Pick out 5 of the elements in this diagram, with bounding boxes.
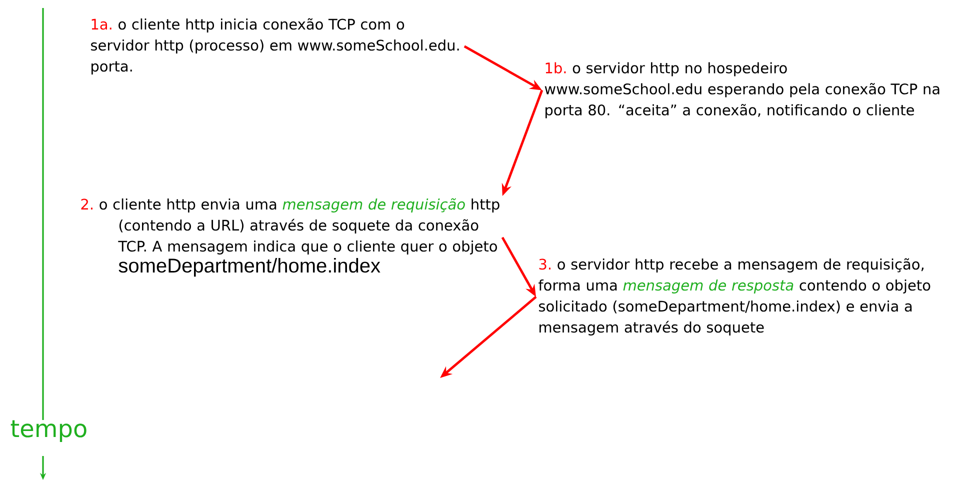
step-text: 1a. o cliente http inicia conexão TCP com o servidor http (processo) em www.someSchool.edu. porta.: [91, 18, 459, 74]
step-text: 2. o cliente http envia uma mensagem de requisição http (contendo a URL) através de soquete da conexão TCP. A mensagem indica que o cliente quer o objeto someDepartment/home.index: [81, 198, 500, 277]
step-text: 1b. o servidor http no hospedeiro www.someSchool.edu esperando pela conexão TCP na porta 80. “aceita” a conexão, notificando o cliente: [544, 62, 940, 118]
axis-label: tempo: [10, 420, 86, 442]
step-text: 3. o servidor http recebe a mensagem de requisição, forma uma mensagem de resposta contendo o objeto solicitado (someDepartment/home.index) e envia a mensagem através do soquete: [538, 258, 930, 336]
